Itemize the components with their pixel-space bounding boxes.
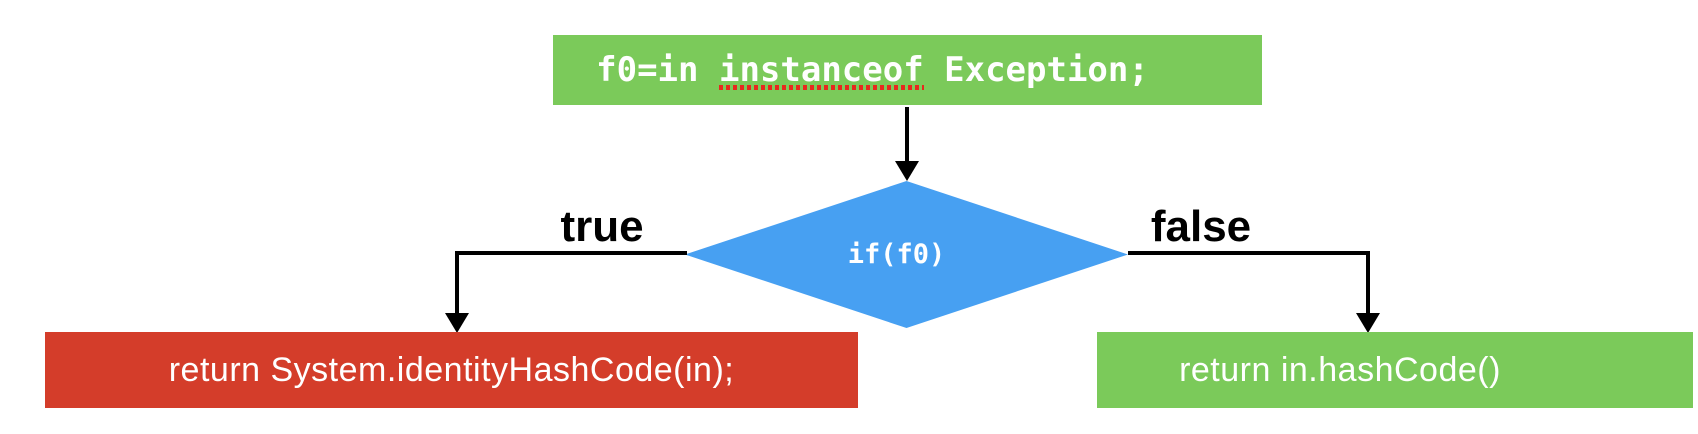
edge-label-true: true <box>560 202 644 251</box>
edge-assign-to-decision-arrowhead-icon <box>895 161 919 181</box>
true-result-label: return System.identityHashCode(in); <box>168 350 735 389</box>
node-decision: if(f0) <box>685 181 1128 328</box>
edge-assign-to-decision-line <box>905 107 909 163</box>
assign-code-after: Exception; <box>923 50 1149 90</box>
assign-code: f0=in instanceof Exception; <box>596 50 1149 90</box>
node-assign-statement: f0=in instanceof Exception; <box>553 35 1262 105</box>
edge-true-vline <box>455 251 459 315</box>
assign-misspelled-word: instanceof <box>718 50 924 90</box>
assign-code-before: f0=in <box>596 50 719 90</box>
decision-label: if(f0) <box>847 239 946 270</box>
edge-true-hline <box>457 251 687 255</box>
edge-label-false: false <box>1150 202 1252 251</box>
edge-false-vline <box>1366 251 1370 315</box>
edge-true-arrowhead-icon <box>445 313 469 333</box>
node-true-result: return System.identityHashCode(in); <box>45 332 858 408</box>
false-result-label: return in.hashCode() <box>1179 350 1501 389</box>
edge-false-arrowhead-icon <box>1356 313 1380 333</box>
node-false-result: return in.hashCode() <box>1097 332 1693 408</box>
edge-false-hline <box>1128 251 1370 255</box>
